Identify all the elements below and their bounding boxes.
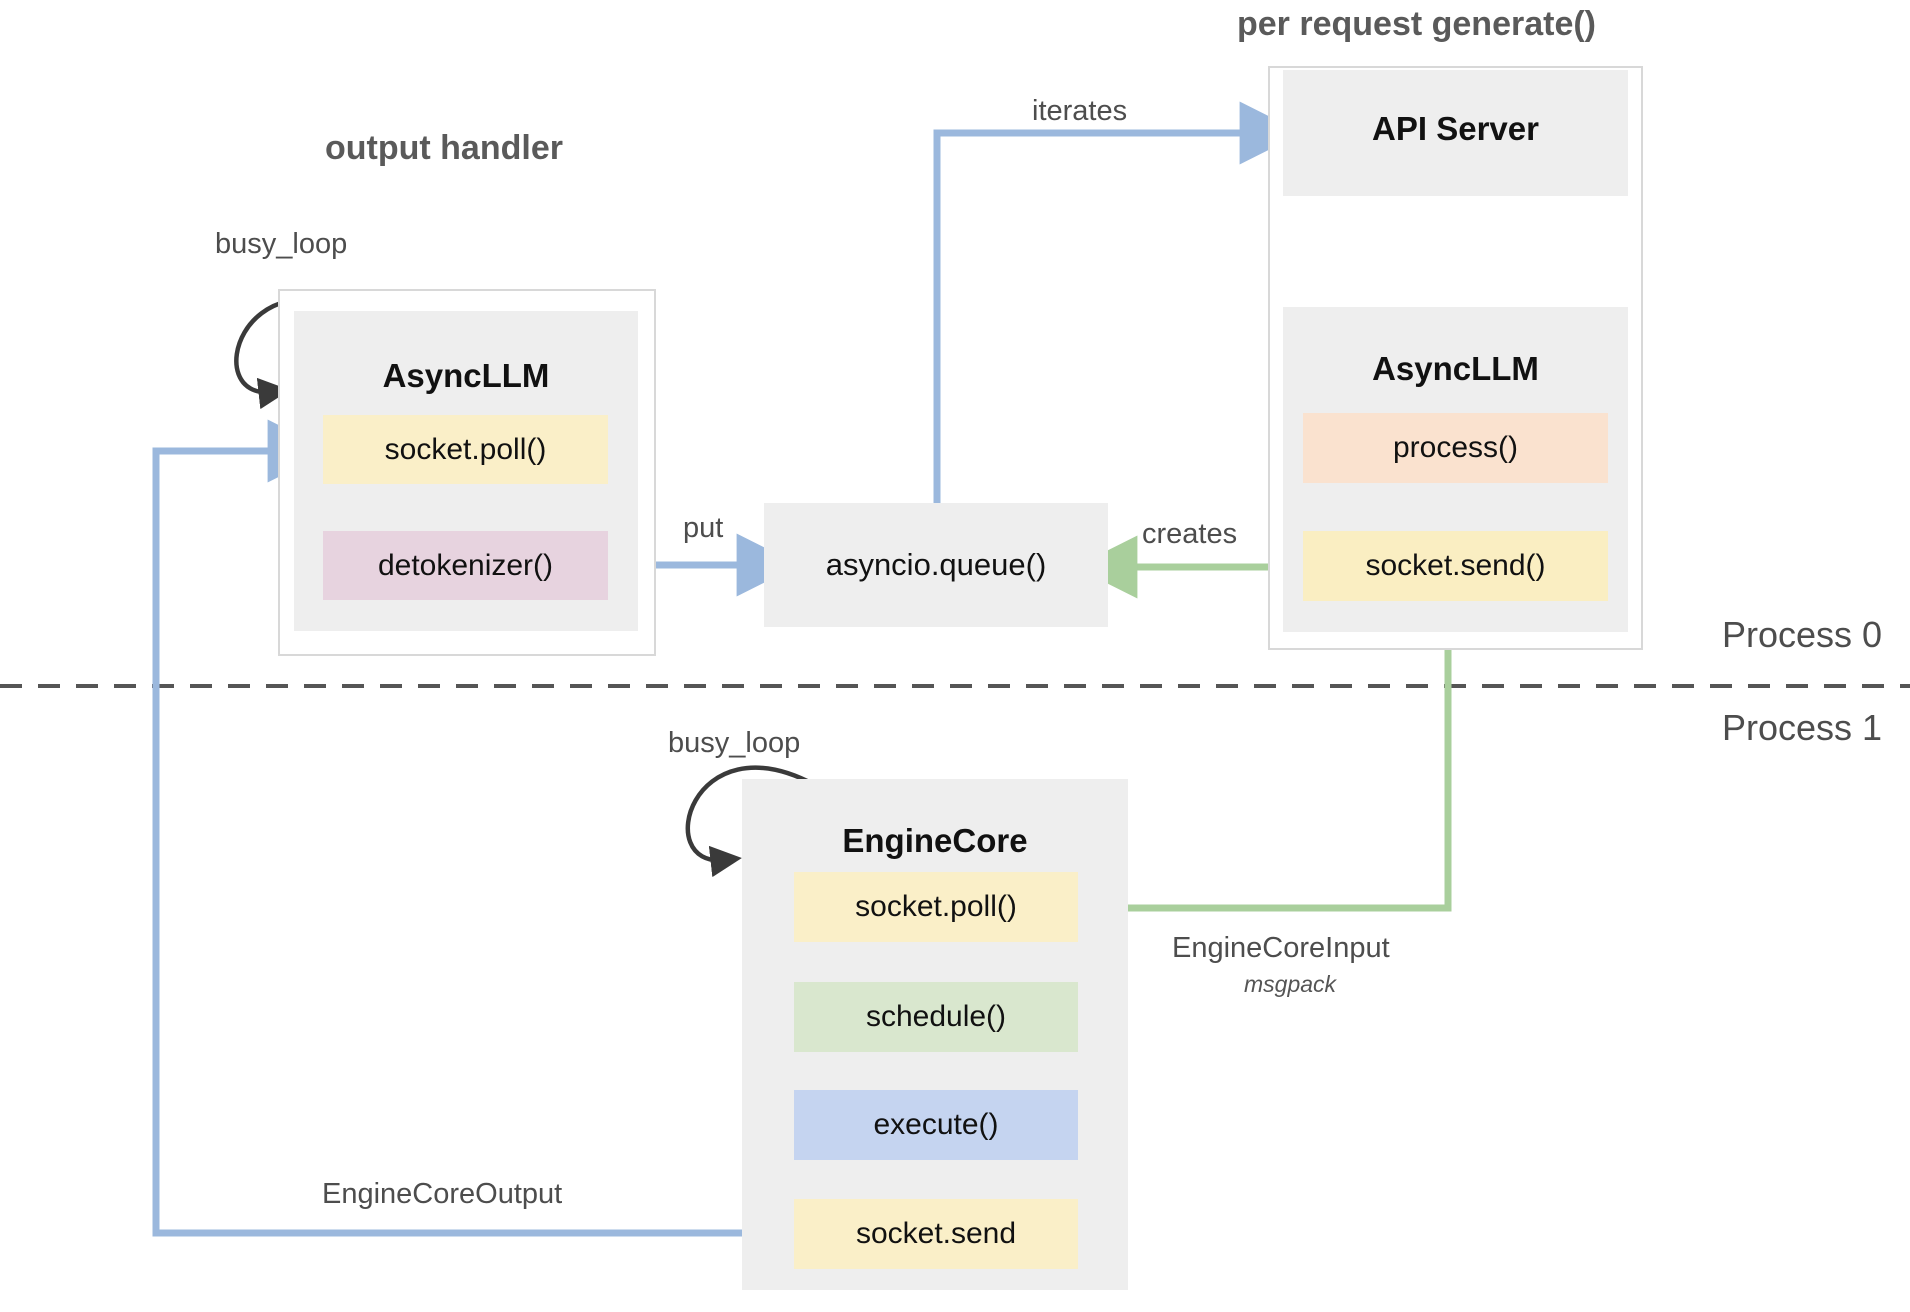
asyncllm-right-title: AsyncLLM: [1372, 350, 1539, 387]
api-server-title: API Server: [1372, 110, 1539, 147]
engine-core-input-format-label: msgpack: [1244, 971, 1337, 997]
api-step-process-label: process(): [1392, 431, 1519, 464]
engine-core-step-schedule-label: schedule(): [865, 1000, 1007, 1033]
output-handler-step-socket-poll-label: socket.poll(): [384, 432, 547, 466]
put-edge-label: put: [683, 512, 724, 544]
asyncio-queue-label: asyncio.queue(): [825, 547, 1047, 582]
output-handler-step-detokenizer[interactable]: detokenizer(): [323, 531, 608, 600]
asyncio-queue-box[interactable]: asyncio.queue(): [764, 503, 1108, 627]
api-server-box[interactable]: API Server: [1283, 70, 1628, 196]
engine-core-step-schedule[interactable]: schedule(): [794, 982, 1078, 1052]
per-request-generate-heading: per request generate(): [1237, 5, 1596, 43]
engine-core-step-execute-label: execute(): [873, 1108, 999, 1141]
api-step-socket-send-label: socket.send(): [1365, 549, 1546, 582]
iterates-edge-label: iterates: [1032, 95, 1128, 127]
engine-core-step-socket-poll[interactable]: socket.poll(): [794, 872, 1078, 942]
engine-core-input-label: EngineCoreInput: [1172, 932, 1390, 964]
iterates-arrow: [933, 101, 1303, 503]
engine-core-output-label: EngineCoreOutput: [322, 1178, 563, 1210]
output-handler-step-socket-poll[interactable]: socket.poll(): [323, 415, 608, 484]
busy-loop-label-engine: busy_loop: [668, 727, 801, 759]
output-handler-heading: output handler: [325, 129, 563, 167]
creates-edge-label: creates: [1142, 518, 1238, 550]
asyncllm-left-title: AsyncLLM: [382, 357, 550, 394]
output-handler-step-detokenizer-label: detokenizer(): [377, 548, 554, 582]
process-1-label: Process 1: [1722, 707, 1883, 748]
api-step-process[interactable]: process(): [1303, 413, 1608, 483]
process-0-label: Process 0: [1722, 614, 1883, 655]
busy-loop-label-left: busy_loop: [215, 228, 348, 260]
engine-core-step-socket-poll-label: socket.poll(): [855, 890, 1017, 923]
engine-core-step-execute[interactable]: execute(): [794, 1090, 1078, 1160]
engine-core-title: EngineCore: [842, 822, 1028, 859]
api-step-socket-send[interactable]: socket.send(): [1303, 531, 1608, 601]
engine-core-step-socket-send-label: socket.send: [855, 1217, 1017, 1250]
engine-core-step-socket-send[interactable]: socket.send: [794, 1199, 1078, 1269]
